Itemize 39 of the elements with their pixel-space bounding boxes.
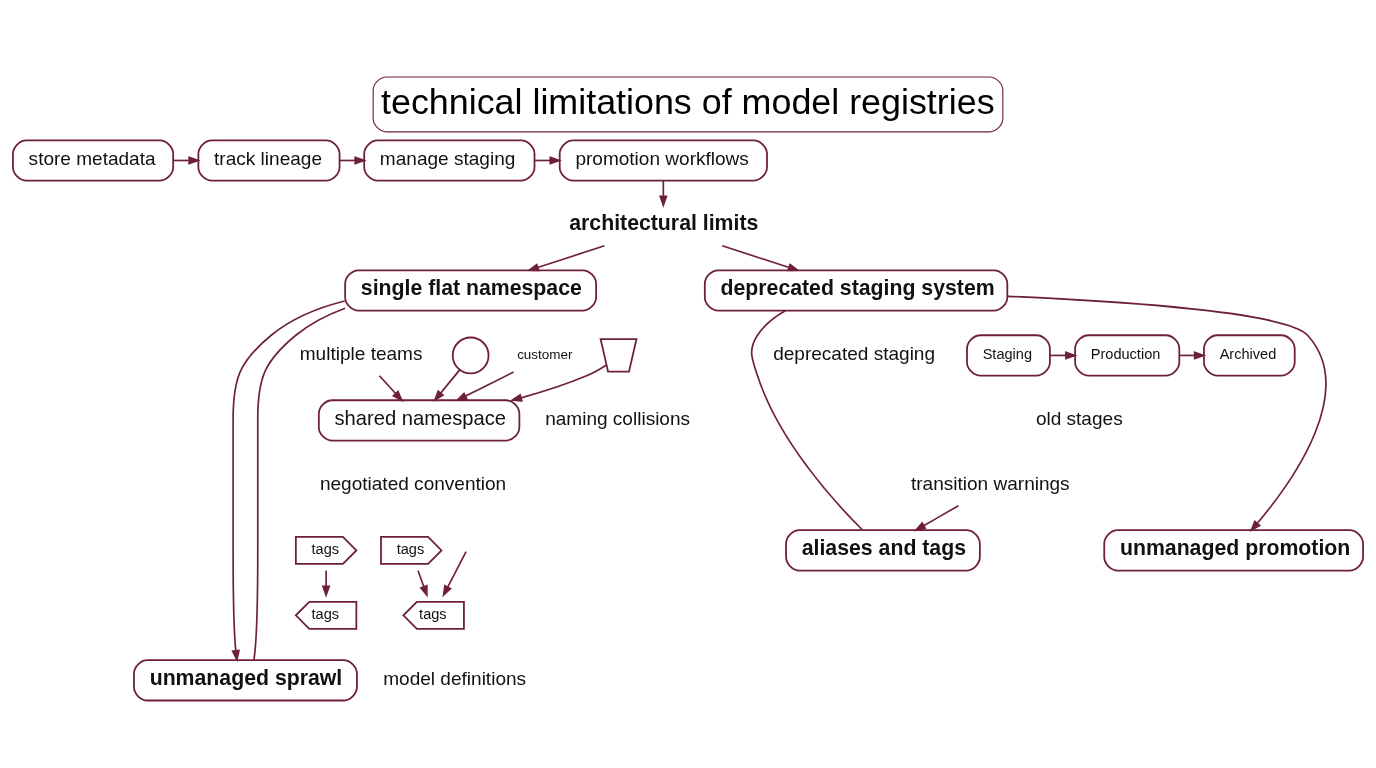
arrow [231, 300, 346, 663]
node-box: single flat namespace [344, 269, 598, 312]
arrow [378, 374, 404, 403]
node-box: store metadata [12, 139, 175, 182]
node-box: deprecated staging system [703, 269, 1009, 312]
label: model definitions [383, 667, 527, 689]
node-box: shared namespace [317, 399, 521, 442]
node-box: manage staging [363, 139, 536, 182]
arrow [1006, 295, 1327, 533]
node-box: aliases and tags [785, 529, 981, 572]
node-box: Production [1074, 334, 1181, 377]
connector [253, 307, 346, 661]
label: naming collisions [545, 408, 691, 430]
node-box: Archived [1203, 334, 1296, 377]
node-text: customer [517, 346, 573, 362]
arrow [509, 364, 608, 402]
label: negotiated convention [319, 472, 507, 494]
arrow [721, 244, 800, 272]
node-text: deprecated staging [773, 343, 936, 365]
diagram-title: technical limitations of model registries [381, 81, 995, 122]
arrow [913, 504, 960, 532]
node-box: unmanaged sprawl [133, 659, 358, 702]
arrow [442, 550, 467, 598]
arrow [417, 569, 428, 598]
arrow [433, 369, 461, 403]
node-box: unmanaged promotion [1103, 529, 1364, 572]
label: old stages [1035, 408, 1123, 430]
arrow [321, 569, 331, 598]
arrow [455, 371, 515, 402]
connector [750, 309, 864, 531]
arrow [526, 244, 606, 272]
node-text: architectural limits [569, 210, 759, 235]
node-person [451, 336, 490, 375]
node-text: multiple teams [299, 343, 423, 365]
node-box: track lineage [197, 139, 341, 182]
node-text: transition warnings [910, 472, 1070, 494]
node-box: promotion workflows [558, 139, 768, 182]
node-picture [599, 338, 638, 373]
node-box: Staging [966, 334, 1051, 377]
